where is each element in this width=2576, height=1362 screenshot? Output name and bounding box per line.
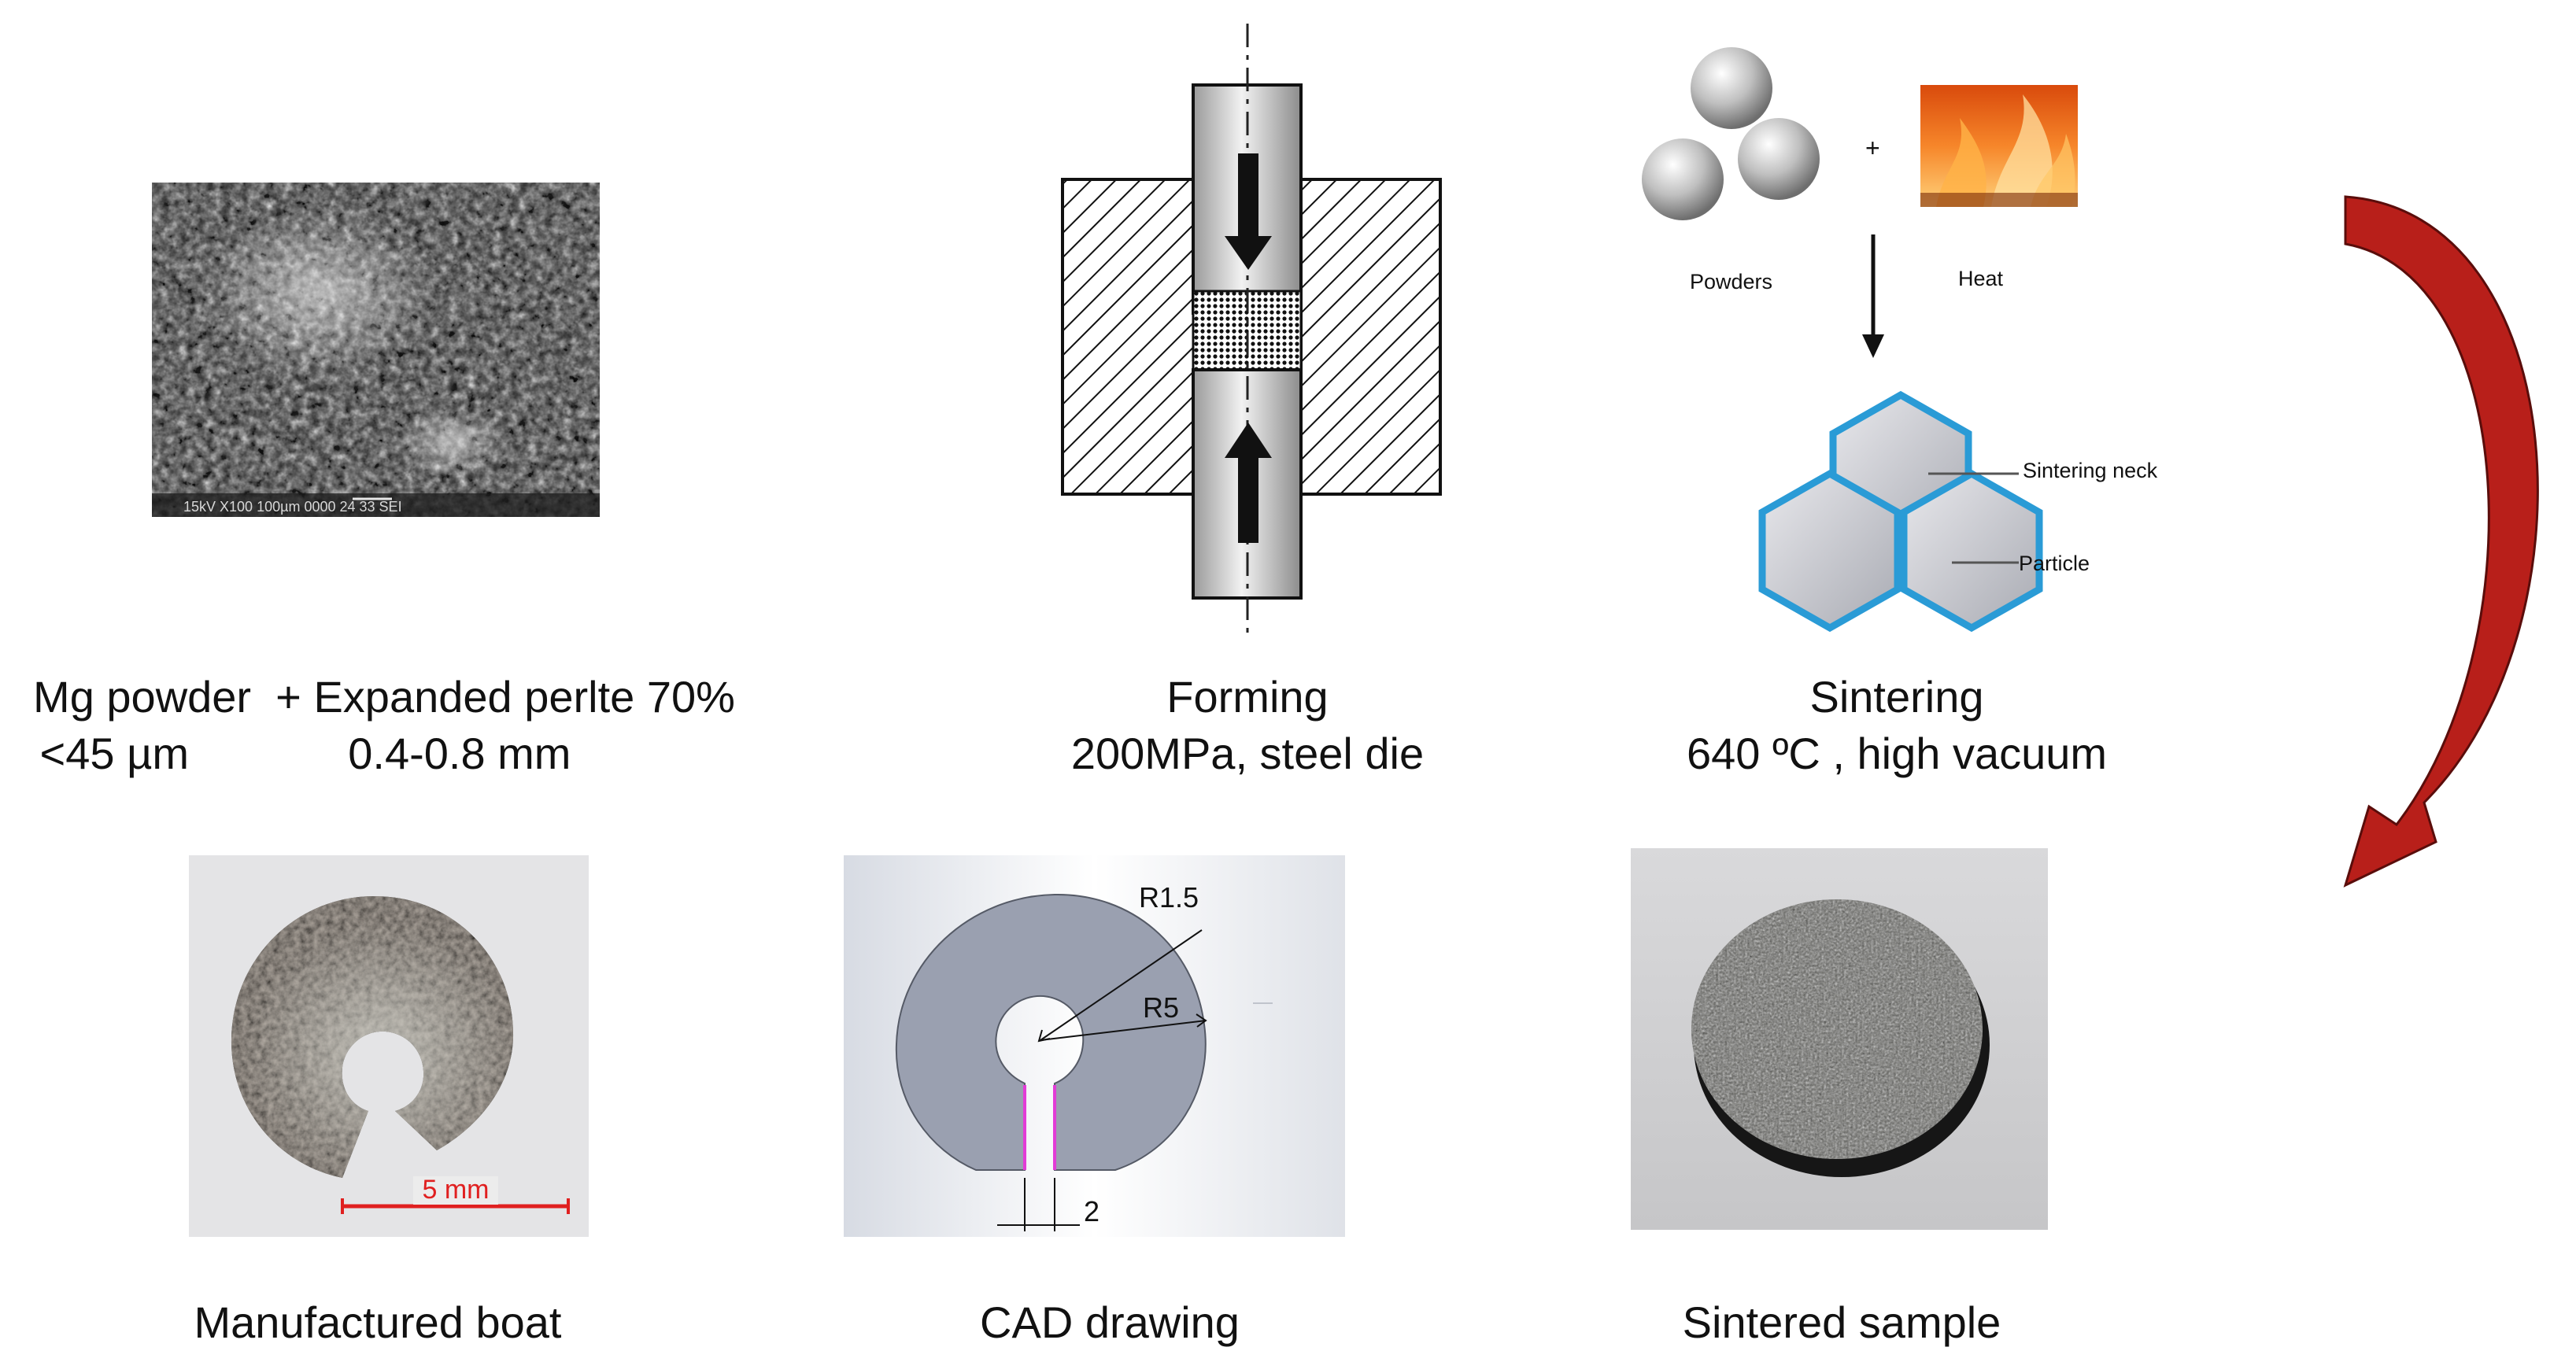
heat-flame-image — [1920, 85, 2078, 207]
sintered-sample-photo — [1631, 848, 2048, 1230]
sintered-particles-hexagons — [1758, 390, 2043, 633]
forming-caption-line1: Forming — [1166, 672, 1329, 722]
process-flow-arrow — [2338, 189, 2574, 944]
dim-r5: R5 — [1143, 991, 1179, 1024]
sintering-diagram — [1637, 39, 2188, 637]
powder-sphere — [1738, 118, 1820, 200]
cad-drawing: R1.5 R5 2 — [844, 855, 1345, 1237]
sintering-neck-label: Sintering neck — [2023, 459, 2158, 482]
powder-caption-line1: Mg powder + Expanded perlte 70% — [33, 672, 735, 722]
cad-caption: CAD drawing — [980, 1297, 1240, 1347]
powder-sphere — [1642, 138, 1724, 220]
sintering-caption-line2: 640 ºC , high vacuum — [1686, 729, 2108, 778]
sem-readout: 15kV X100 100µm 0000 24 33 SEI — [183, 499, 402, 515]
dim-2: 2 — [1084, 1195, 1100, 1227]
boat-caption: Manufactured boat — [194, 1297, 562, 1347]
scale-bar-label: 5 mm — [423, 1175, 490, 1205]
powders-label: Powders — [1690, 270, 1773, 293]
manufactured-boat-photo: 5 mm — [189, 855, 589, 1237]
powder-caption-line2: <45 µm 0.4-0.8 mm — [39, 729, 571, 778]
particle-label: Particle — [2019, 552, 2090, 575]
heat-label: Heat — [1958, 267, 2004, 290]
sintered-sample-caption: Sintered sample — [1682, 1297, 2001, 1347]
sintering-caption-line1: Sintering — [1809, 672, 1984, 722]
powder-sphere — [1691, 47, 1772, 129]
forming-die-diagram — [1055, 20, 1448, 641]
plus-sign: + — [1865, 134, 1880, 162]
dim-r1-5: R1.5 — [1139, 881, 1199, 914]
sem-micrograph: 15kV X100 100µm 0000 24 33 SEI — [152, 183, 600, 517]
forming-caption-line2: 200MPa, steel die — [1070, 729, 1425, 778]
